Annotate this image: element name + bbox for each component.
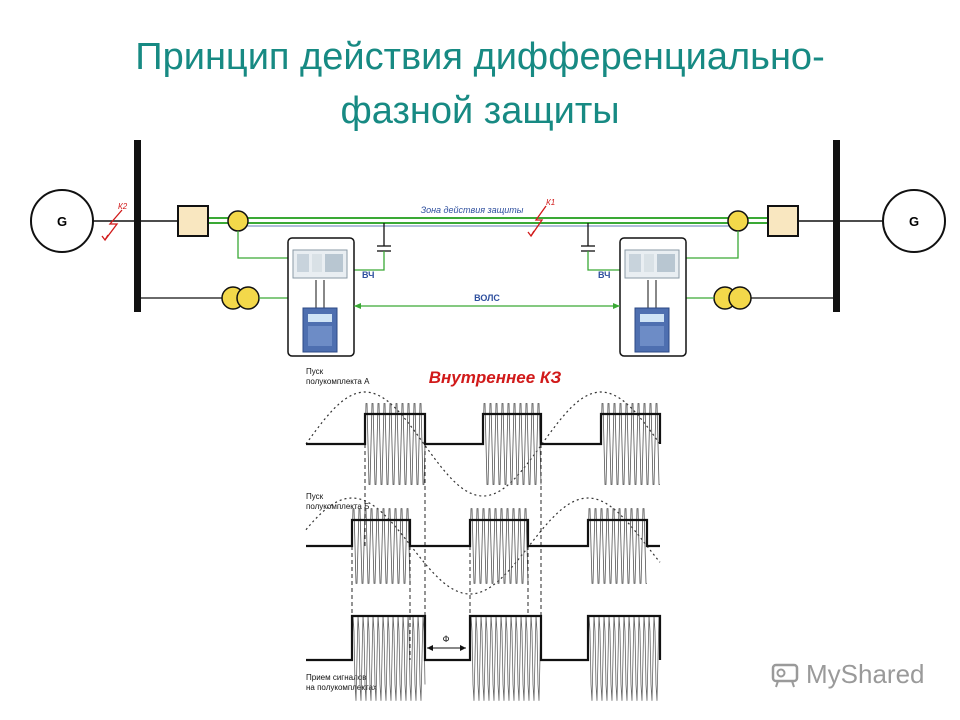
fault-k1-label: К1 bbox=[546, 198, 555, 207]
generator-right-label: G bbox=[909, 214, 919, 229]
row2-label-line1: Пуск bbox=[306, 492, 324, 501]
watermark-text: MyShared bbox=[806, 658, 925, 689]
breaker-right bbox=[767, 205, 799, 237]
row3-label-line2: на полукомплектах bbox=[306, 683, 377, 692]
fiber-arrow-right bbox=[613, 303, 620, 309]
fault-k2-label: К2 bbox=[118, 202, 128, 211]
row-b-hf-burst bbox=[469, 508, 529, 584]
hf-wire-left bbox=[354, 251, 385, 271]
row-c-hf-burst bbox=[469, 615, 542, 701]
ct-right bbox=[727, 210, 749, 232]
row-b-start-signal bbox=[306, 518, 660, 548]
ct-left bbox=[227, 210, 249, 232]
row1-label-line2: полукомплекта А bbox=[306, 377, 370, 386]
fault-k1 bbox=[527, 205, 547, 238]
row-c-hf-burst bbox=[351, 615, 426, 701]
hf-wire-right bbox=[587, 251, 620, 271]
hf-label-right: ВЧ bbox=[598, 270, 610, 280]
row2-label-line2: полукомплекта Б bbox=[306, 502, 369, 511]
phase-arrow-right bbox=[460, 645, 466, 651]
row-b-hf-burst bbox=[587, 508, 647, 584]
watermark: MyShared bbox=[770, 656, 925, 692]
generator-right: G bbox=[882, 189, 946, 253]
row1-label-line1: Пуск bbox=[306, 367, 324, 376]
row-a-current-wave bbox=[305, 391, 661, 497]
waveform-layer bbox=[305, 391, 662, 701]
generator-left: G bbox=[30, 189, 94, 253]
relay-panel-right bbox=[619, 237, 687, 357]
fiber-link-label: ВОЛС bbox=[474, 293, 500, 303]
row-c-hf-burst bbox=[587, 615, 661, 701]
relay-panel-left bbox=[287, 237, 355, 357]
left-busbar bbox=[134, 140, 141, 312]
ct-left-wire bbox=[237, 231, 288, 259]
slide-title: Принцип действия дифференциально- фазной… bbox=[0, 30, 960, 138]
row-c-receive-signal bbox=[306, 614, 662, 662]
fault-k2 bbox=[101, 209, 123, 242]
hf-label-left: ВЧ bbox=[362, 270, 374, 280]
fiber-arrow-left bbox=[354, 303, 361, 309]
phase-label: Ф bbox=[443, 634, 450, 644]
bus-ct-left bbox=[221, 286, 260, 310]
row-b-hf-burst bbox=[351, 508, 411, 584]
row-a-hf-burst bbox=[364, 403, 426, 485]
row-a-hf-burst bbox=[482, 403, 542, 485]
coupling-capacitor-left bbox=[377, 223, 391, 252]
zone-label: Зона действия защиты bbox=[421, 205, 524, 215]
waveforms-title: Внутреннее КЗ bbox=[429, 368, 562, 387]
breaker-left bbox=[177, 205, 209, 237]
ct-right-wire bbox=[686, 231, 739, 259]
right-busbar bbox=[833, 140, 840, 312]
row-a-start-signal bbox=[306, 412, 662, 446]
generator-left-label: G bbox=[57, 214, 67, 229]
row3-label-line1: Прием сигналов bbox=[306, 673, 367, 682]
title-line-1: Принцип действия дифференциально- bbox=[135, 36, 825, 78]
bus-ct-right bbox=[713, 286, 752, 310]
phase-arrow-left bbox=[427, 645, 433, 651]
projector-icon bbox=[771, 663, 799, 688]
title-line-2: фазной защиты bbox=[340, 90, 620, 132]
row-a-hf-burst bbox=[600, 403, 660, 485]
coupling-capacitor-right bbox=[581, 223, 595, 252]
